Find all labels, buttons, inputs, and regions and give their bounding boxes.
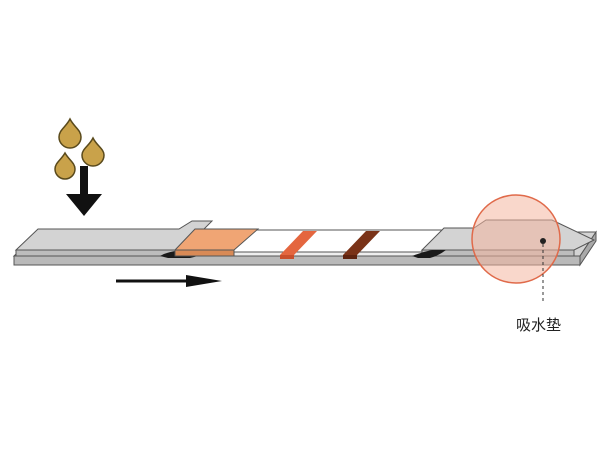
- test-line: [280, 231, 317, 255]
- droplet-icon: [81, 136, 105, 167]
- arrow-down-shaft: [80, 166, 88, 196]
- test-line-edge: [280, 255, 294, 259]
- control-line: [343, 231, 380, 255]
- arrow-down-head: [66, 194, 102, 216]
- droplet-icon: [54, 151, 76, 180]
- sample-drops: [54, 117, 105, 180]
- conjugate-pad-side: [174, 249, 235, 257]
- conjugate-pad: [173, 228, 260, 257]
- callout-dot: [540, 238, 546, 244]
- absorbent-pad-highlight: [471, 194, 561, 284]
- droplet-icon: [58, 117, 82, 149]
- absorbent-pad-label: 吸水垫: [516, 316, 562, 334]
- arrow-right-icon: [116, 275, 222, 287]
- arrow-right-head: [186, 275, 222, 287]
- control-line-edge: [343, 255, 357, 259]
- arrow-down-icon: [66, 166, 102, 216]
- absorbent-pad-curl: [412, 250, 446, 258]
